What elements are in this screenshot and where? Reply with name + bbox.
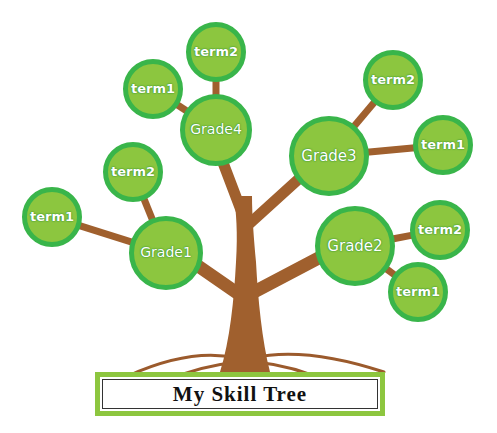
circle-shape [106, 145, 161, 200]
grade-label: Grade2 [327, 238, 382, 255]
circle-shape [126, 62, 181, 117]
circle-shape [132, 219, 201, 288]
grade-circle: Grade3 [289, 116, 369, 196]
branch-connector [144, 198, 153, 221]
term-label: term2 [371, 73, 415, 87]
branch-connector [392, 235, 412, 239]
grade-label: Grade1 [140, 245, 192, 260]
term-circle: term1 [388, 262, 448, 322]
term-label: term2 [418, 223, 462, 237]
title-banner: My Skill Tree [95, 372, 385, 416]
branch-connector [353, 101, 374, 127]
term-label: term1 [396, 285, 440, 299]
grade-circle: Grade4 [180, 94, 252, 166]
term-label: term2 [194, 45, 238, 59]
circle-shape [318, 209, 393, 284]
term-circle: term2 [363, 50, 423, 110]
grade-circle: Grade1 [129, 216, 203, 290]
circle-shape [183, 97, 250, 164]
term-label: term1 [30, 210, 74, 224]
trunk [220, 196, 270, 372]
circle-shape [25, 190, 80, 245]
circle-shape [366, 53, 421, 108]
term-circle: term2 [103, 142, 163, 202]
circle-shape [391, 265, 446, 320]
circle-shape [292, 119, 367, 194]
grade-label: Grade4 [190, 122, 242, 137]
term-circle: term1 [123, 59, 183, 119]
grade-label: Grade3 [301, 148, 356, 165]
circle-shape [189, 25, 244, 80]
branch-connector [367, 148, 415, 153]
grade-circle: Grade2 [315, 206, 395, 286]
branch-connector [79, 225, 133, 242]
circle-shape [416, 118, 471, 173]
term-label: term1 [131, 82, 175, 96]
term-circle: term1 [413, 115, 473, 175]
term-circle: term2 [186, 22, 246, 82]
branch-connector [213, 80, 220, 96]
term-circle: term2 [410, 200, 470, 260]
term-label: term1 [421, 138, 465, 152]
tree-title: My Skill Tree [173, 382, 307, 407]
circle-shape [413, 203, 468, 258]
branch [248, 176, 302, 225]
term-circle: term1 [22, 187, 82, 247]
term-label: term2 [111, 165, 155, 179]
